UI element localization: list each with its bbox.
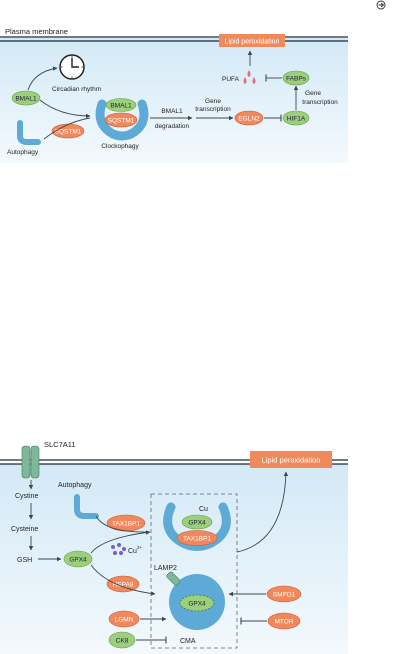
membrane-label: Plasma membrane — [5, 27, 68, 36]
hspa8-label: HSPA8 — [113, 582, 134, 589]
clock-icon — [59, 54, 85, 80]
autophagy-shape — [74, 494, 99, 519]
hif1a-label: HIF1A — [287, 116, 306, 123]
cma-dashed-region — [150, 493, 238, 649]
cu-ions-icon — [111, 543, 126, 555]
arrow-bmal1-to-clock — [27, 66, 58, 91]
gsh-label: GSH — [17, 557, 32, 564]
lysosome-gpx4-pill — [179, 594, 215, 612]
clockophagy-label: Clockophagy — [101, 143, 139, 150]
autophagy-shape — [17, 120, 41, 145]
cu-label: Cu — [199, 506, 208, 513]
lysosome-gpx4-label: GPX4 — [188, 601, 206, 608]
corner-info-icon[interactable] — [376, 0, 386, 10]
bmal1-label: BMAL1 — [15, 96, 37, 103]
gpx4-label: GPX4 — [69, 557, 87, 564]
bmal1-degradation-label-2: degradation — [155, 123, 190, 130]
bmal1-degradation-label-1: BMAL1 — [161, 108, 183, 115]
pufa-label: PUFA — [222, 76, 240, 83]
gene-transcription-label-1b: transcription — [195, 106, 231, 113]
circadian-rhythm-label: Circadian rhythm — [52, 86, 101, 93]
lgmn-label: LGMN — [115, 617, 134, 624]
bmal1-pill — [11, 90, 41, 106]
fabps-pill — [282, 70, 310, 86]
gene-transcription-label-1a: Gene — [205, 98, 221, 105]
slc7a11-transporter-icon — [21, 445, 40, 479]
egln2-pill — [234, 110, 264, 126]
arrow-to-lipid-peroxidation — [236, 471, 289, 553]
top-panel: Plasma membrane Lipid peroxidation BMAL1… — [0, 0, 386, 163]
hif1a-pill — [282, 110, 310, 126]
gene-transcription-label-2a: Gene — [305, 90, 321, 97]
clock-sqstm1-label: SQSTM1 — [108, 118, 135, 125]
tax1bp1-label: TAX1BP1 — [112, 521, 140, 528]
sqstm1-label: SQSTM1 — [55, 129, 82, 136]
lipid-peroxidation-label: Lipid peroxidation — [262, 456, 321, 465]
ck8-pill — [108, 631, 136, 649]
lamp2-receptor-icon — [166, 571, 181, 586]
lamp2-label: LAMP2 — [154, 565, 177, 572]
ck8-label: CK8 — [116, 638, 129, 645]
inner-gpx4-pill — [181, 514, 213, 530]
cysteine-label: Cysteine — [11, 526, 38, 533]
clock-sqstm1-pill — [104, 112, 138, 128]
arrow-autophagy-to-clockophagy — [43, 117, 91, 140]
autophagosome-cup — [163, 502, 231, 551]
inner-tax1bp1-pill — [176, 530, 218, 546]
inner-gpx4-label: GPX4 — [188, 520, 206, 527]
smpd1-pill — [266, 585, 302, 603]
pufa-droplets-icon — [243, 70, 256, 84]
fabps-label: FABPs — [286, 76, 307, 83]
mtor-label: MTOR — [274, 619, 293, 626]
lgmn-pill — [108, 610, 140, 628]
mtor-pill — [267, 612, 301, 630]
gene-transcription-label-2b: transcription — [302, 99, 338, 106]
clockophagy-cup — [95, 99, 149, 141]
lipid-peroxidation-box — [219, 34, 285, 47]
hspa8-pill — [106, 575, 140, 593]
slc7a11-label: SLC7A11 — [44, 440, 76, 449]
clock-bmal1-pill — [105, 98, 137, 112]
arrow-autophagy-to-autophagosome — [95, 515, 151, 533]
sqstm1-pill — [51, 123, 85, 139]
cytoplasm-top — [0, 38, 348, 163]
arrow-gpx4-to-lysosome — [90, 564, 156, 596]
smpd1-label: SMPD1 — [273, 592, 296, 599]
arrow-bmal1-to-clockophagy — [39, 99, 91, 119]
clock-bmal1-label: BMAL1 — [110, 103, 132, 110]
arrow-gpx4-to-autophagosome — [90, 530, 151, 554]
lipid-peroxidation-box — [250, 451, 332, 468]
cma-label: CMA — [180, 638, 196, 645]
autophagy-label: Autophagy — [58, 482, 92, 489]
autophagy-label: Autophagy — [7, 149, 39, 156]
gpx4-pill — [63, 550, 93, 568]
cu2-label: Cu — [128, 548, 137, 555]
cu2-superscript: 2+ — [137, 545, 143, 550]
egln2-label: EGLN2 — [238, 116, 260, 123]
lipid-peroxidation-label: Lipid peroxidation — [225, 39, 280, 46]
inner-tax1bp1-label: TAX1BP1 — [183, 536, 211, 543]
cystine-label: Cystine — [15, 493, 38, 500]
bottom-panel: SLC7A11 Lipid peroxidation Cystine Cyste… — [0, 440, 348, 654]
